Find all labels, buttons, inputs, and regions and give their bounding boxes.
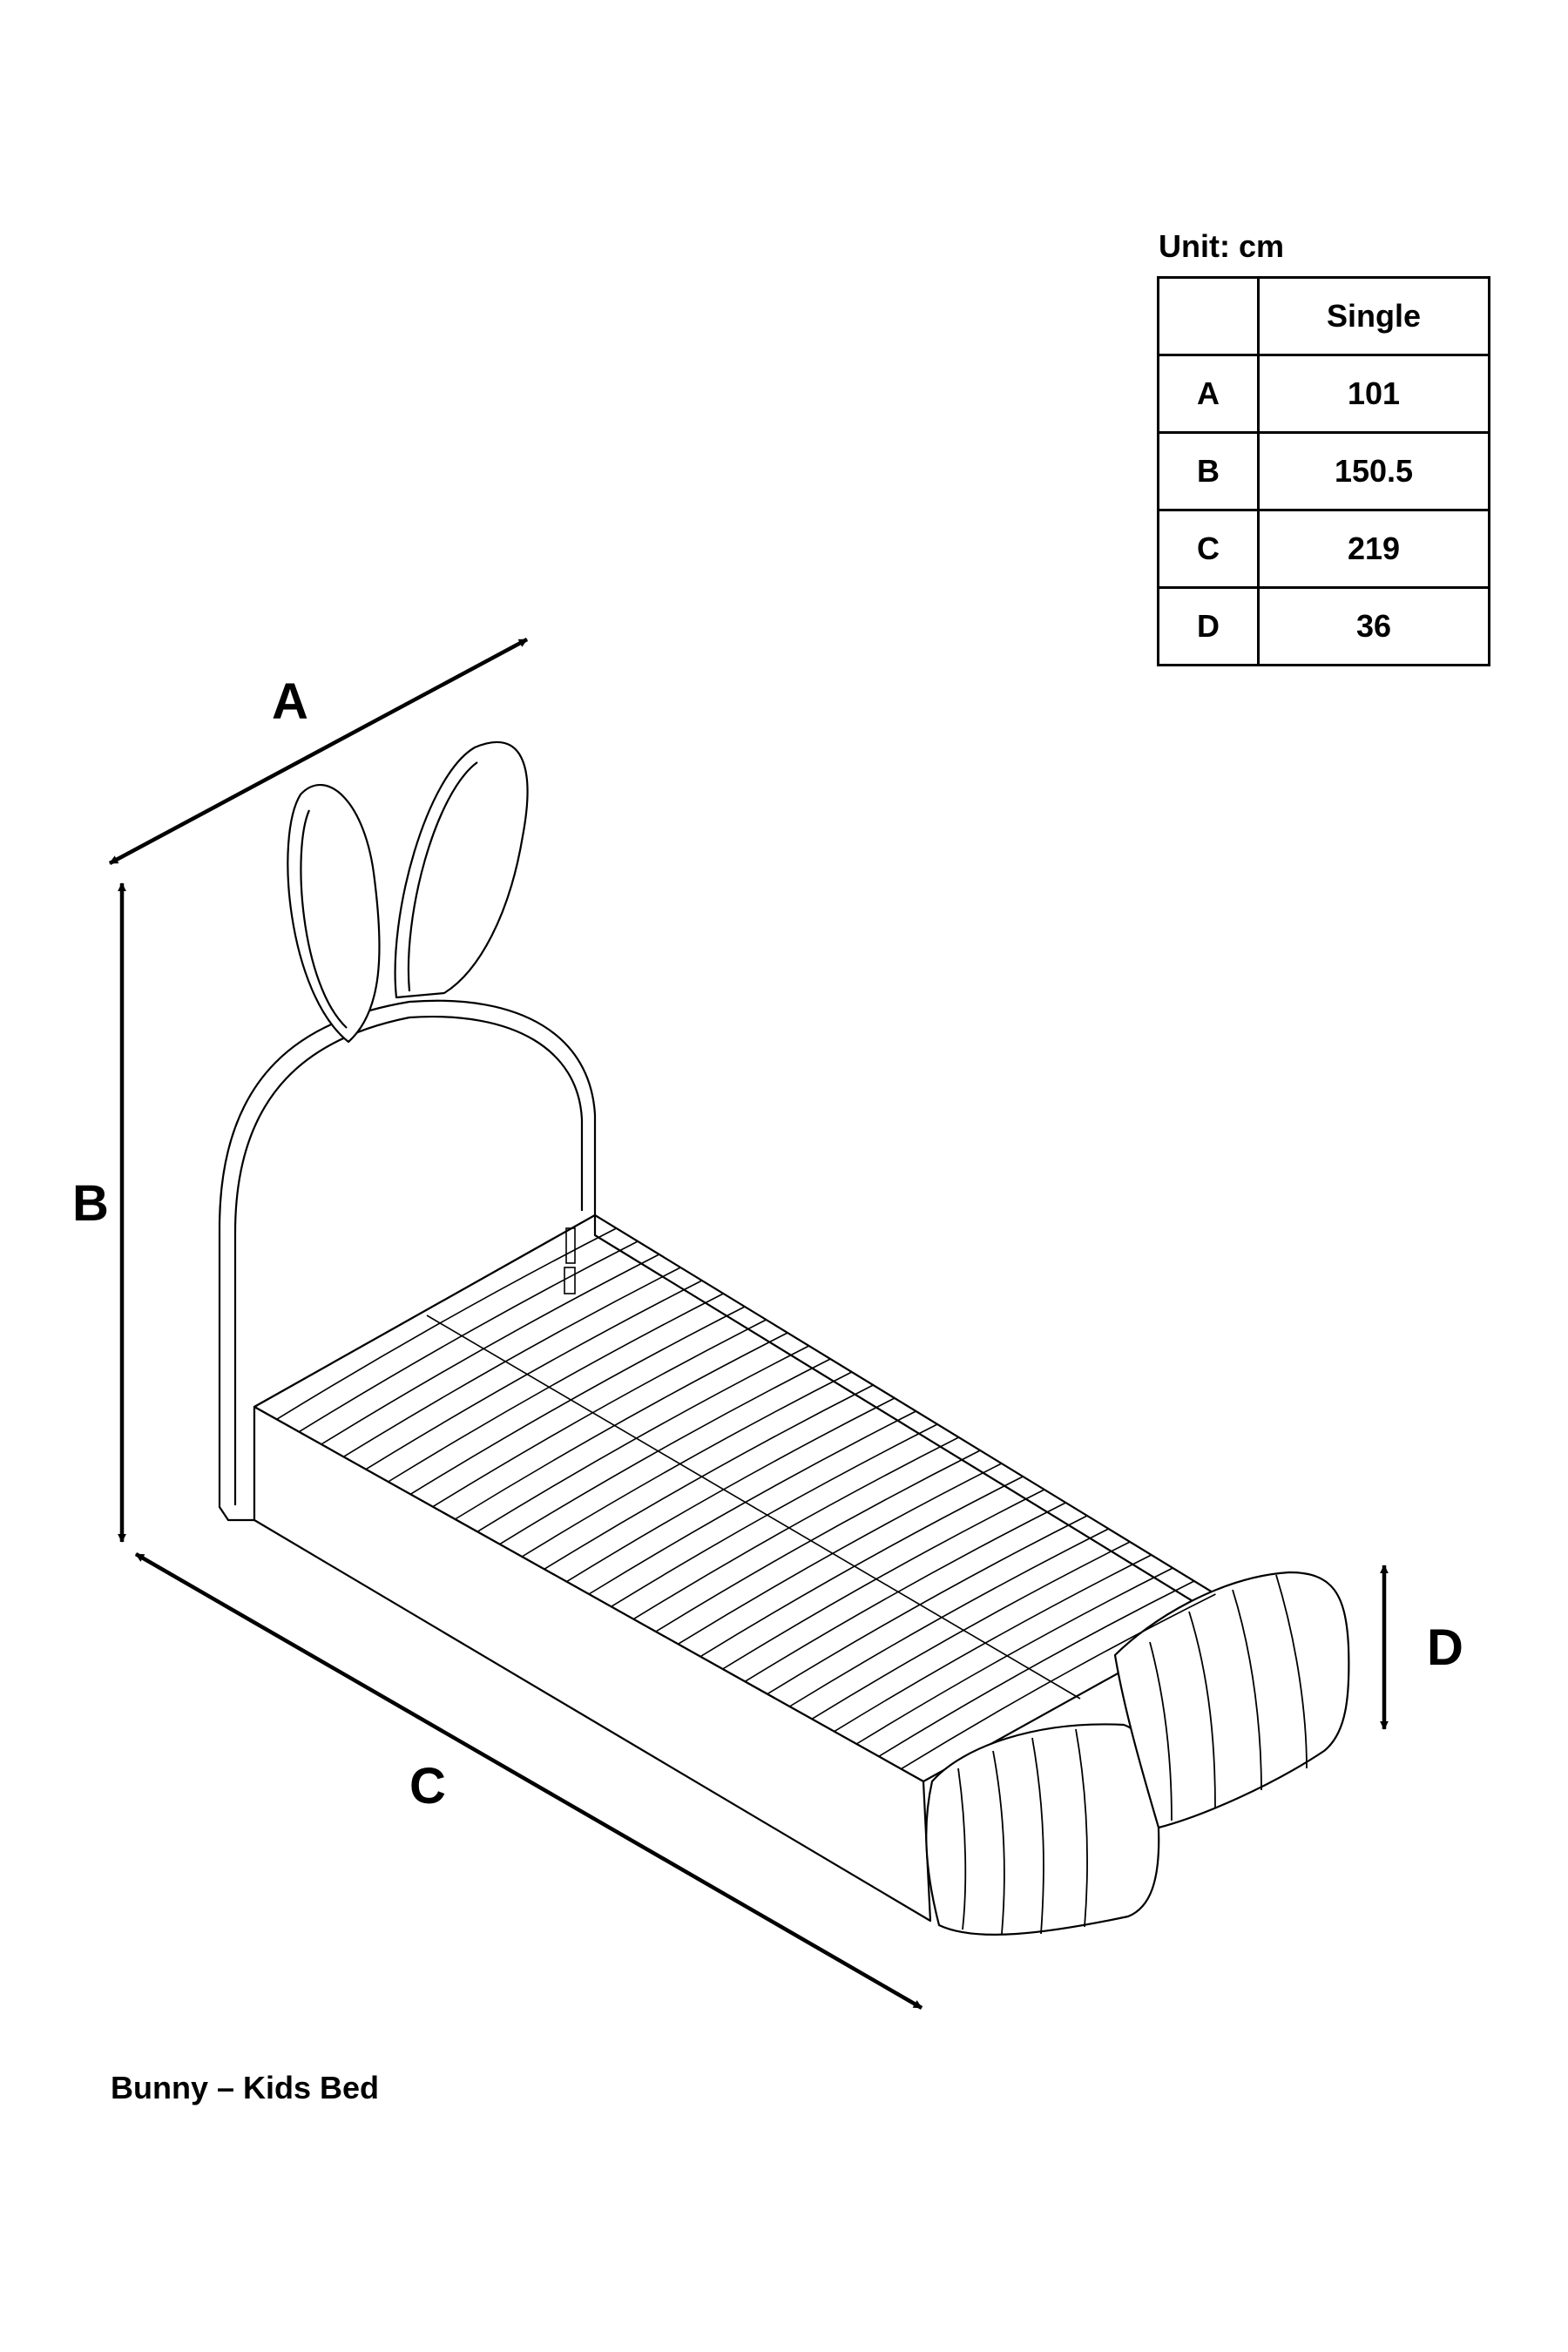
bed-slat xyxy=(454,1332,788,1520)
bed-slat xyxy=(722,1489,1045,1670)
dimension-label-c: C xyxy=(409,1758,446,1815)
dimension-table: Single A 101 B 150.5 C 219 D 36 xyxy=(1157,276,1490,666)
dimension-value: 101 xyxy=(1257,354,1490,434)
dimension-arrow-a xyxy=(108,638,529,865)
table-header-cell xyxy=(1157,276,1260,356)
bed-slat xyxy=(588,1410,916,1595)
dimension-code: A xyxy=(1157,354,1260,434)
product-caption: Bunny – Kids Bed xyxy=(111,2070,380,2105)
bed-slat xyxy=(432,1319,767,1508)
bed-slat xyxy=(834,1554,1152,1733)
table-row: B 150.5 xyxy=(1157,431,1490,511)
table-header-row: Single xyxy=(1157,276,1490,356)
bed-slat xyxy=(521,1371,853,1558)
table-row: D 36 xyxy=(1157,586,1490,666)
footboard-right-pillow xyxy=(1113,1571,1350,1829)
dimension-arrow-c xyxy=(134,1552,923,2010)
dimension-code: C xyxy=(1157,509,1260,589)
bed-slat xyxy=(811,1541,1131,1720)
bed-slat xyxy=(365,1280,703,1470)
dimension-value: 150.5 xyxy=(1257,431,1490,511)
bed-slat xyxy=(677,1463,1003,1646)
bed-slat xyxy=(655,1450,981,1632)
bed-slat xyxy=(744,1502,1066,1683)
bed-slat xyxy=(342,1267,681,1458)
bed-slat xyxy=(388,1293,724,1483)
table-row: C 219 xyxy=(1157,509,1490,589)
bed-slat xyxy=(409,1306,746,1496)
slat-lines xyxy=(276,1227,1216,1770)
bed-slat xyxy=(900,1593,1216,1770)
left-ear xyxy=(287,784,381,1044)
dimension-label-a: A xyxy=(272,673,308,730)
bed-slat xyxy=(276,1227,617,1421)
bed-slat xyxy=(499,1358,831,1545)
dimension-code: B xyxy=(1157,431,1260,511)
unit-label: Unit: cm xyxy=(1159,228,1284,264)
dimension-value: 36 xyxy=(1257,586,1490,666)
bed-slat xyxy=(700,1476,1024,1658)
table-row: A 101 xyxy=(1157,354,1490,434)
dimension-code: D xyxy=(1157,586,1260,666)
dimension-value: 219 xyxy=(1257,509,1490,589)
bed-slat xyxy=(632,1436,959,1620)
bed-slat xyxy=(544,1384,874,1571)
bed-slat xyxy=(767,1515,1088,1695)
headboard xyxy=(218,999,597,1522)
bed-slat xyxy=(611,1423,938,1608)
right-ear xyxy=(394,741,529,999)
bracket-detail xyxy=(564,1227,576,1294)
bed-slat xyxy=(321,1254,660,1445)
table-header-cell: Single xyxy=(1257,276,1490,356)
bed-slat xyxy=(788,1528,1109,1707)
bed-slat xyxy=(298,1240,639,1433)
bed-slat xyxy=(878,1580,1195,1758)
bed-slat xyxy=(565,1397,896,1583)
dimension-label-d: D xyxy=(1427,1619,1463,1676)
dimension-label-b: B xyxy=(72,1175,109,1232)
bed-slat xyxy=(855,1567,1173,1745)
bed-frame xyxy=(218,741,1350,1936)
bed-slat xyxy=(476,1345,810,1533)
